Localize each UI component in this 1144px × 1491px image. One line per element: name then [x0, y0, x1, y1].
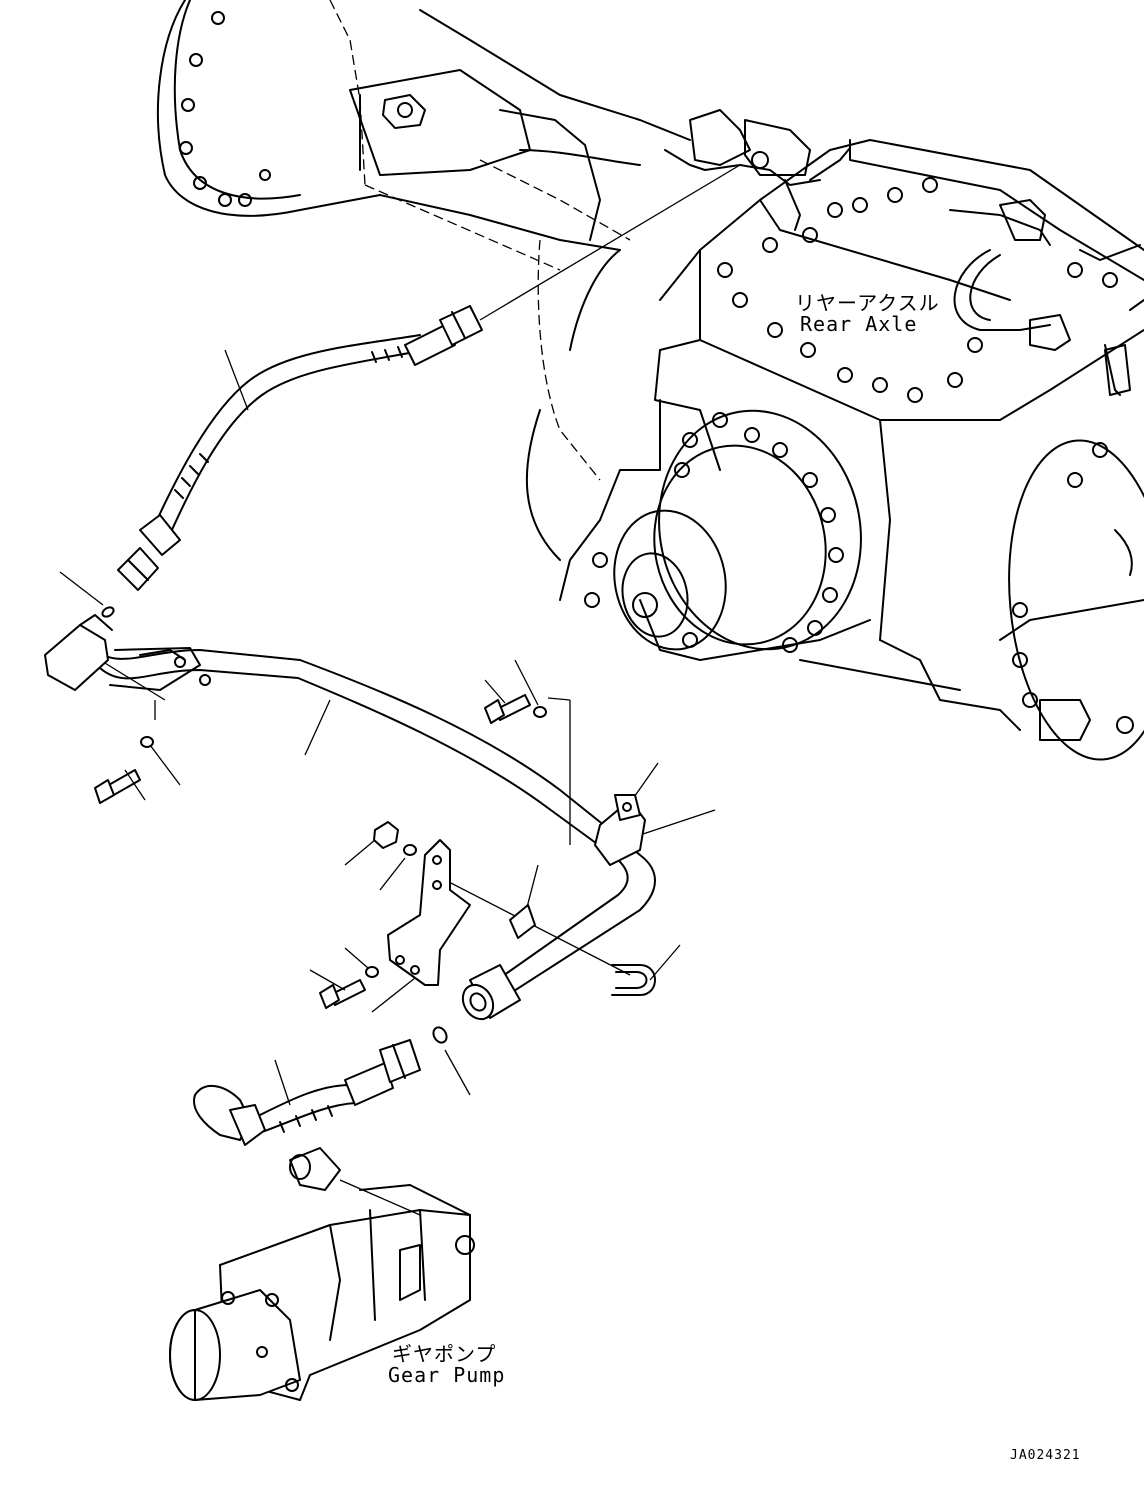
rear-axle-label-en: Rear Axle [800, 312, 918, 336]
upper-hose [101, 305, 483, 618]
gear-pump-label-jp: ギヤポンプ [392, 1342, 497, 1366]
lower-hose [193, 1039, 421, 1146]
gear-pump-label-en: Gear Pump [388, 1363, 506, 1387]
bolts-washers [94, 694, 656, 1009]
rear-axle-housing [157, 0, 691, 481]
figure-id: JA024321 [1010, 1448, 1081, 1463]
steel-tube [44, 614, 656, 1044]
axle-brake-lines [664, 109, 1144, 396]
axle-differential [525, 139, 1144, 761]
leader-lines [59, 164, 741, 1216]
gear-pump [169, 1147, 475, 1401]
rear-axle-label-jp: リヤーアクスル [795, 291, 940, 315]
